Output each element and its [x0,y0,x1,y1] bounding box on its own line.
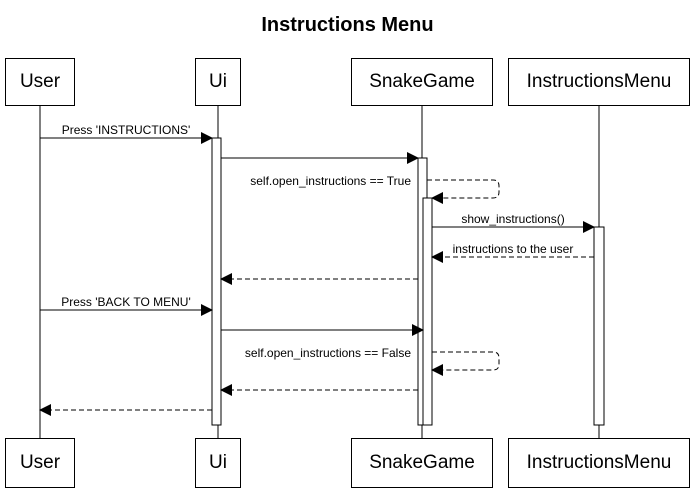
self-message-arrow [427,179,500,204]
diagram-title: Instructions Menu [261,14,434,36]
activation-instructionsmenu [593,226,605,426]
message-label: Press 'INSTRUCTIONS' [62,123,191,137]
message-label: show_instructions() [461,212,564,226]
message-label: self.open_instructions == True [250,174,411,188]
message-label: self.open_instructions == False [245,346,411,360]
participant-user-bottom: User [5,438,75,488]
participant-instructionsmenu-bottom: InstructionsMenu [508,438,690,488]
activation-snakegame-inner [422,197,433,426]
activation-ui [211,137,222,426]
participant-snakegame-bottom: SnakeGame [351,438,493,488]
participant-ui-bottom: Ui [195,438,241,488]
participant-instructionsmenu-top: InstructionsMenu [508,58,690,106]
self-message-arrow [431,351,500,376]
message-label: Press 'BACK TO MENU' [61,295,191,309]
message-label: instructions to the user [453,242,574,256]
participant-snakegame-top: SnakeGame [351,58,493,106]
participant-ui-top: Ui [195,58,241,106]
participant-user-top: User [5,58,75,106]
